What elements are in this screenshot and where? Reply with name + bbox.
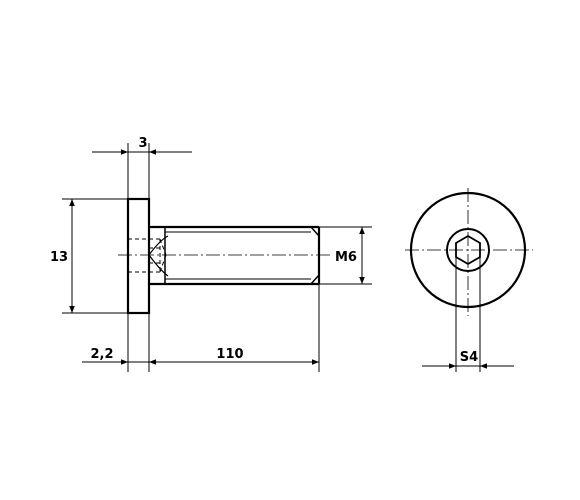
label-shank-length: 110: [216, 347, 243, 362]
side-view: [118, 197, 330, 315]
label-head-diameter: 13: [50, 250, 68, 265]
label-head-thickness: 3: [138, 136, 147, 151]
end-view: [405, 188, 533, 316]
screw-head: [126, 197, 151, 315]
label-thread-size: M6: [335, 250, 357, 265]
label-hex-socket: S4: [460, 350, 478, 365]
socket-hidden-lines: [128, 238, 167, 273]
socket-end: [148, 235, 169, 277]
thread-chamfer: [310, 226, 320, 285]
label-socket-depth: 2,2: [90, 347, 113, 362]
side-dimensions: [62, 143, 372, 372]
screw-shank: [149, 225, 321, 286]
end-dimensions: [422, 257, 514, 372]
